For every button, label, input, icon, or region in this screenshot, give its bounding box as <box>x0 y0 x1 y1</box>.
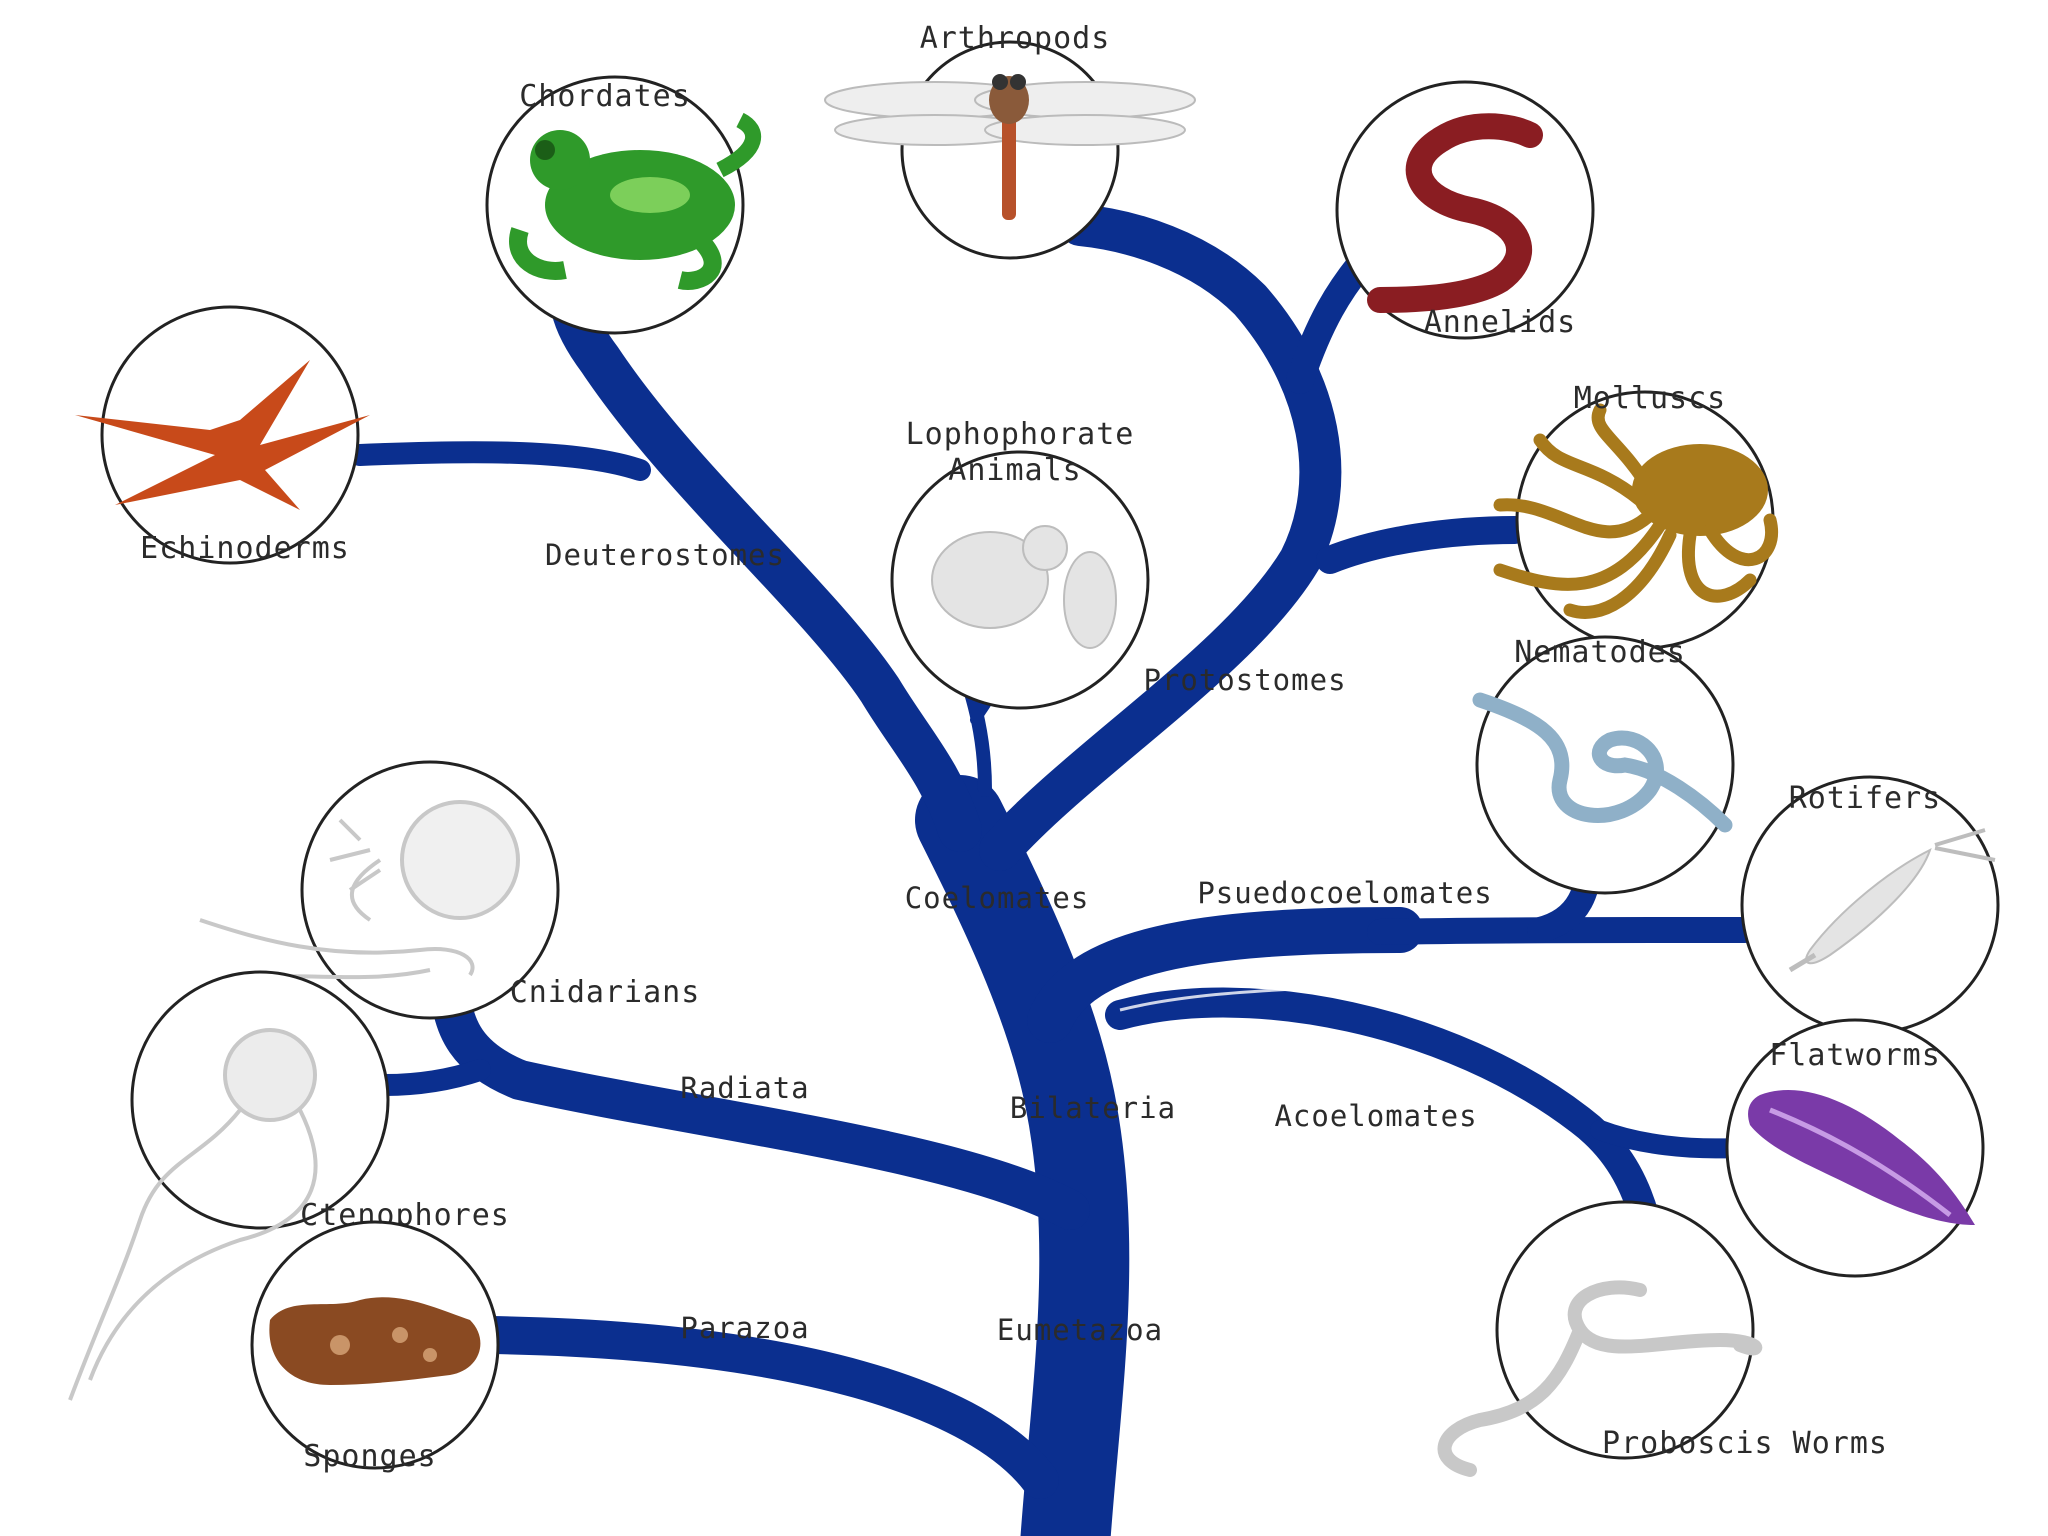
taxon-chordates: Chordates <box>485 75 762 335</box>
proboscis-worm-icon <box>1437 1280 1763 1477</box>
label-arthropods: Arthropods <box>920 21 1111 56</box>
label-molluscs: Molluscs <box>1574 381 1727 416</box>
clade-acoelomates: Acoelomates <box>1274 1099 1477 1133</box>
taxon-proboscis-worms: Proboscis Worms <box>1437 1200 1888 1477</box>
branch-coelomates <box>549 258 982 852</box>
branch-annelids <box>1286 251 1374 394</box>
branch-acoelomates <box>1105 987 1665 1255</box>
label-lophophorate-2: Animals <box>948 453 1081 488</box>
label-nematodes: Nematodes <box>1514 635 1686 670</box>
clade-eumetazoa: Eumetazoa <box>997 1313 1163 1347</box>
taxon-cnidarians: Cnidarians <box>199 760 701 1020</box>
branch-ctenophores <box>374 1059 491 1096</box>
label-cnidarians: Cnidarians <box>510 975 701 1010</box>
frog-icon <box>509 112 762 290</box>
label-proboscis-worms: Proboscis Worms <box>1602 1426 1888 1461</box>
label-flatworms: Flatworms <box>1769 1038 1941 1073</box>
branch-protostomes-base <box>1027 907 1423 1043</box>
taxon-arthropods: Arthropods <box>824 21 1196 260</box>
branch-highlight <box>1119 983 1361 1012</box>
taxon-lophophorate: Lophophorate Animals <box>890 417 1150 710</box>
label-annelids: Annelids <box>1424 305 1577 340</box>
clade-labels: Deuterostomes Protostomes Coelomates Psu… <box>545 538 1492 1347</box>
label-rotifers: Rotifers <box>1789 781 1942 816</box>
label-echinoderms: Echinoderms <box>140 531 350 566</box>
worm-icon <box>1367 113 1543 313</box>
branch-molluscs <box>1316 516 1529 574</box>
label-lophophorate-1: Lophophorate <box>906 417 1135 452</box>
taxon-nematodes: Nematodes <box>1472 635 1735 895</box>
rotifer-icon <box>1788 828 1996 973</box>
clade-radiata: Radiata <box>680 1071 809 1105</box>
branch-protostomes <box>979 204 1342 871</box>
clade-coelomates: Coelomates <box>905 881 1090 915</box>
clade-parazoa: Parazoa <box>680 1311 809 1345</box>
jellyfish-icon <box>199 800 520 982</box>
taxon-echinoderms: Echinoderms <box>75 305 370 566</box>
trunk <box>915 775 1130 1536</box>
taxon-ctenophores: Ctenophores <box>68 970 509 1401</box>
taxon-sponges: Sponges <box>250 1220 500 1474</box>
tree-branches <box>349 204 1758 1536</box>
clade-protostomes: Protostomes <box>1143 663 1346 697</box>
branch-parazoa <box>471 1316 1059 1499</box>
taxon-rotifers: Rotifers <box>1740 775 2000 1035</box>
label-chordates: Chordates <box>519 79 691 114</box>
branch-flatworms <box>1590 1120 1745 1159</box>
starfish-icon <box>75 360 370 510</box>
branch-radiata <box>430 960 1090 1230</box>
taxon-annelids: Annelids <box>1335 80 1595 340</box>
octopus-icon <box>1493 403 1778 619</box>
sponge-icon <box>269 1297 481 1385</box>
flatworm-stripe <box>1769 1107 1952 1217</box>
lophophorate-icon <box>931 525 1117 649</box>
dragonfly-icon <box>824 74 1196 220</box>
clade-deuterostomes: Deuterostomes <box>545 538 785 572</box>
branch-echinoderms <box>349 441 651 481</box>
clade-bilateria: Bilateria <box>1010 1091 1176 1125</box>
label-sponges: Sponges <box>303 1439 436 1474</box>
nematode-icon <box>1472 692 1733 833</box>
clade-psuedocoelomates: Psuedocoelomates <box>1197 876 1492 910</box>
taxon-flatworms: Flatworms <box>1725 1018 1985 1278</box>
taxon-molluscs: Molluscs <box>1493 381 1778 650</box>
comb-jelly-icon <box>68 1028 318 1401</box>
proboscis-worms-ring <box>1495 1200 1755 1460</box>
